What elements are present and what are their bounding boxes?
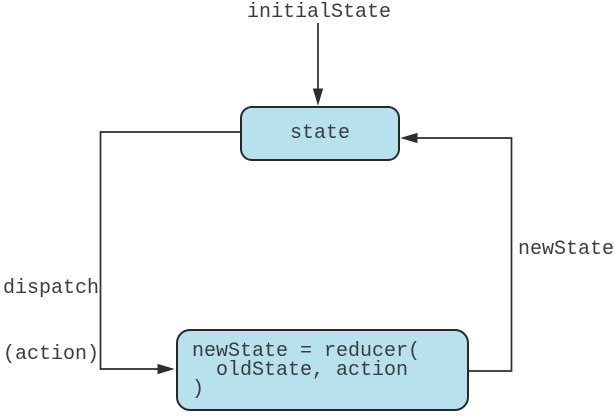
arrow-newstate-line (417, 137, 513, 372)
node-reducer: newState = reducer( oldState, action ) (176, 329, 469, 411)
node-state: state (240, 106, 400, 161)
reducer-code-line-2: oldState, action (192, 359, 409, 382)
label-dispatch-line2: (action) (3, 343, 100, 366)
arrow-dispatch-line (99, 131, 240, 370)
label-dispatch-line1: dispatch (3, 277, 100, 300)
arrowhead-newstate (400, 132, 418, 144)
label-dispatch-action: dispatch (action) (3, 234, 99, 410)
node-state-label: state (289, 122, 350, 145)
arrowhead-dispatch (157, 363, 175, 375)
label-new-state: newState (518, 238, 614, 261)
arrowhead-initial-state (312, 88, 324, 106)
reducer-code-line-3: ) (192, 378, 205, 401)
label-initial-state: initialState (247, 1, 392, 24)
reducer-code-line-1: newState = reducer( (192, 340, 421, 363)
